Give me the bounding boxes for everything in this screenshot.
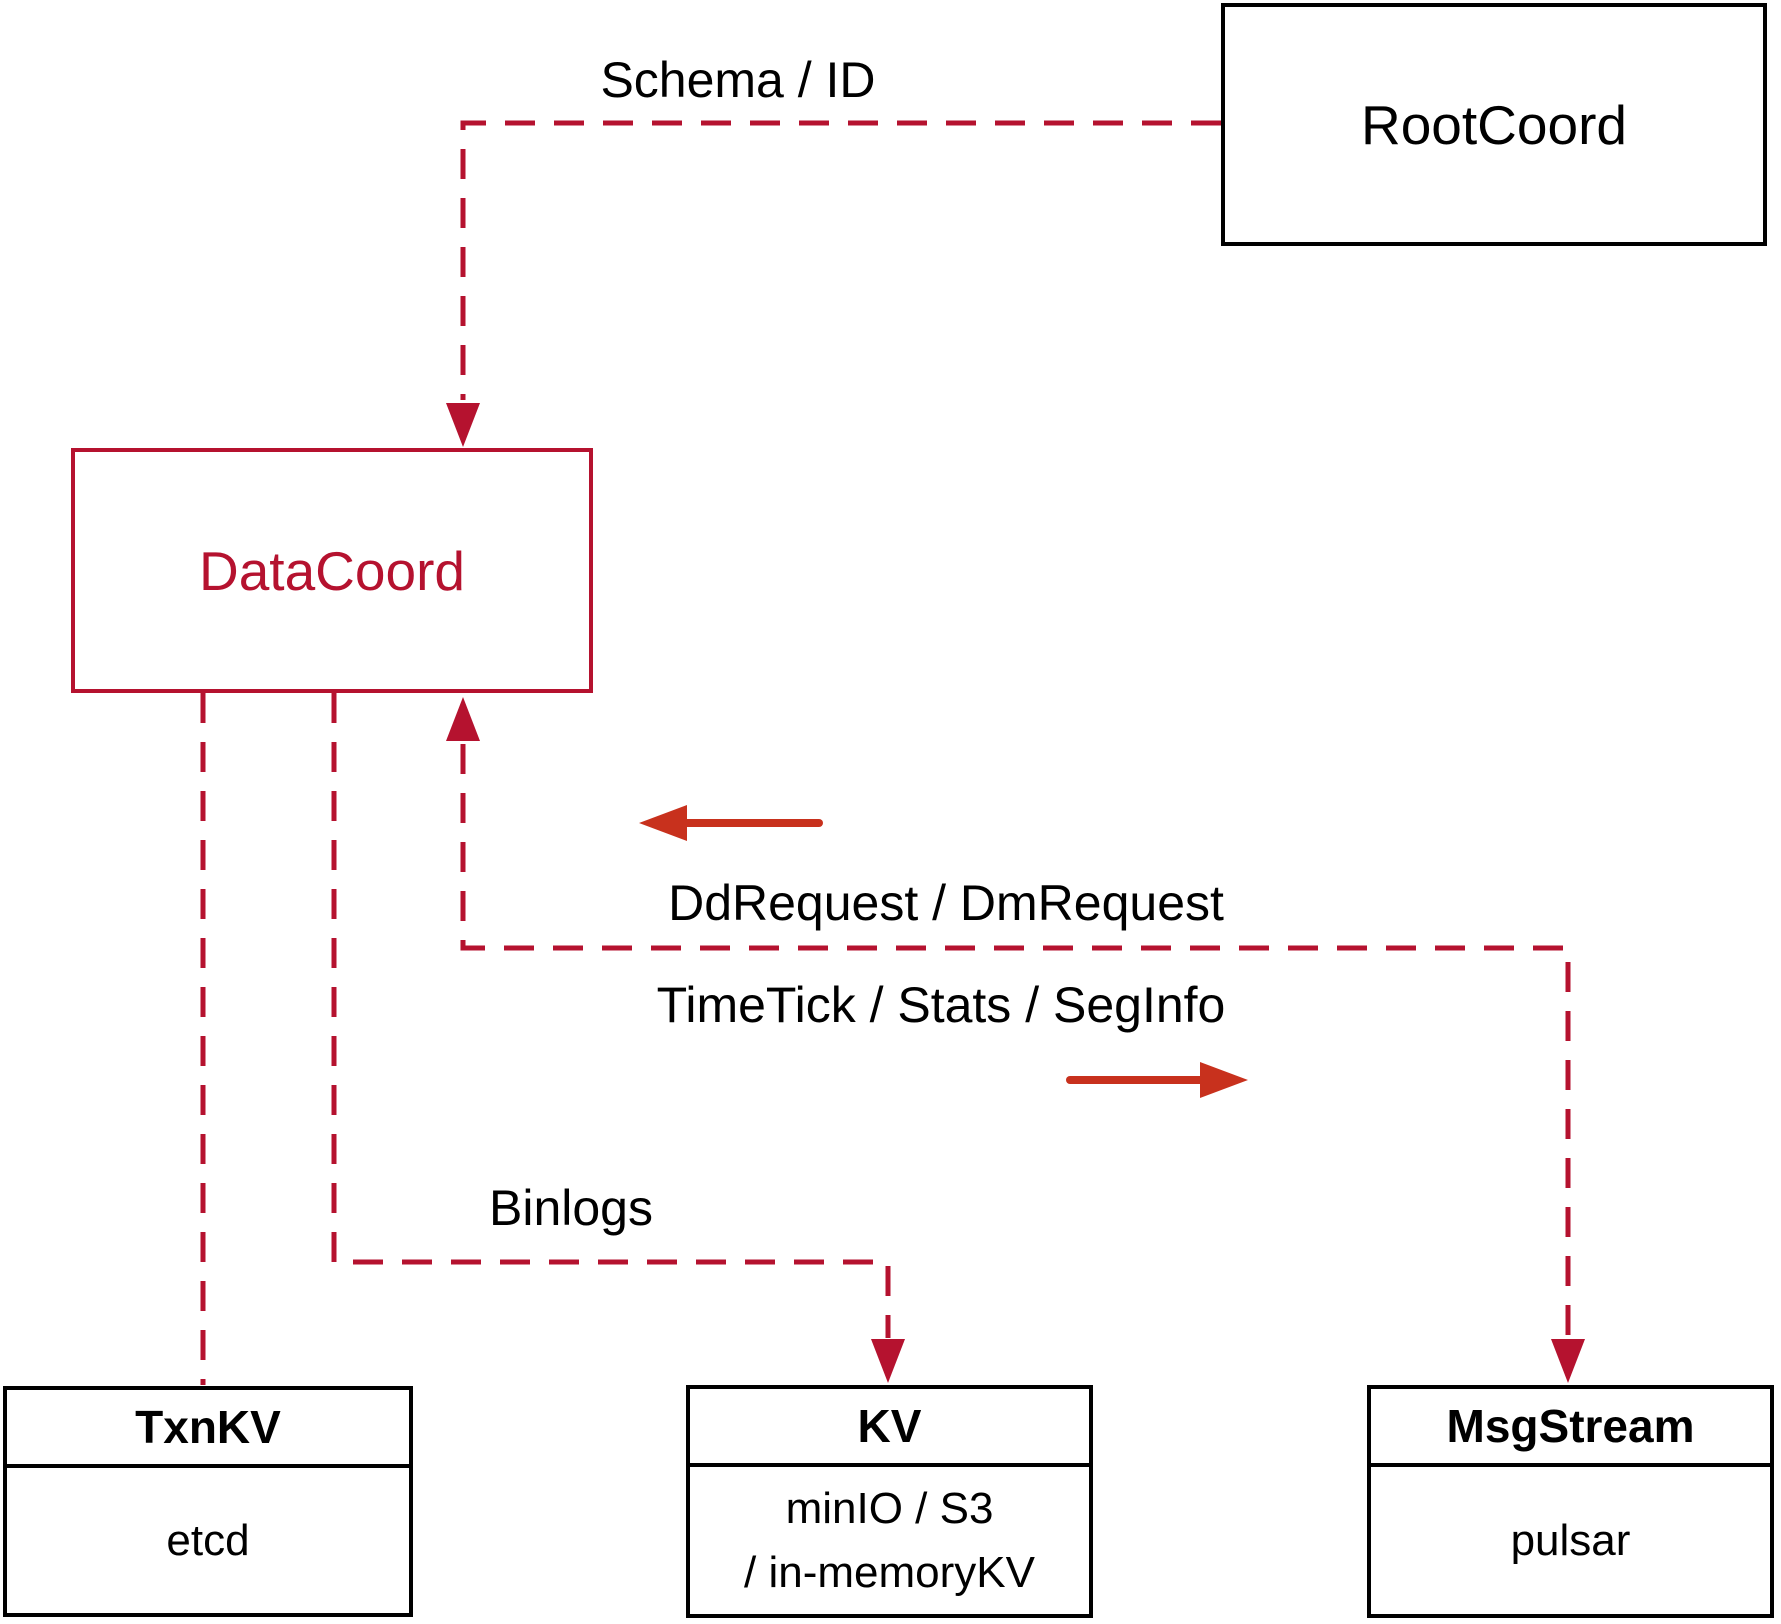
node-datacoord-label: DataCoord [199,539,465,602]
node-txnkv-title: TxnKV [7,1390,409,1468]
node-kv: KV minIO / S3 / in-memoryKV [686,1385,1093,1618]
edge-binlogs-line [331,693,891,1338]
node-rootcoord-label: RootCoord [1361,93,1627,156]
node-kv-body-line2: / in-memoryKV [744,1547,1035,1597]
edge-label-binlogs: Binlogs [489,1180,653,1236]
arrowhead-into-kv-top [871,1339,905,1383]
node-msgstream: MsgStream pulsar [1367,1385,1774,1618]
node-txnkv-body: etcd [166,1515,250,1565]
node-msgstream-body: pulsar [1510,1515,1631,1565]
left-direction-arrow-head [639,805,687,841]
node-kv-title: KV [690,1389,1089,1467]
node-datacoord: DataCoord [71,448,593,693]
node-msgstream-title: MsgStream [1371,1389,1770,1467]
arrowhead-into-datacoord-bottom [446,697,480,741]
node-kv-body-line1: minIO / S3 [785,1483,994,1533]
right-direction-arrow-head [1200,1062,1248,1098]
node-rootcoord: RootCoord [1221,3,1767,246]
edge-label-schema-id: Schema / ID [600,52,876,108]
arrowhead-into-datacoord-top [446,403,480,447]
edge-label-ddrequest-dmrequest: DdRequest / DmRequest [668,875,1224,931]
node-txnkv: TxnKV etcd [3,1386,413,1617]
edge-label-timetick-stats-seginfo: TimeTick / Stats / SegInfo [656,977,1226,1033]
edge-schema-id-line [460,120,1221,400]
edge-ddrequest-msgstream-line [460,744,1571,1338]
arrowhead-into-msgstream-top [1551,1339,1585,1383]
